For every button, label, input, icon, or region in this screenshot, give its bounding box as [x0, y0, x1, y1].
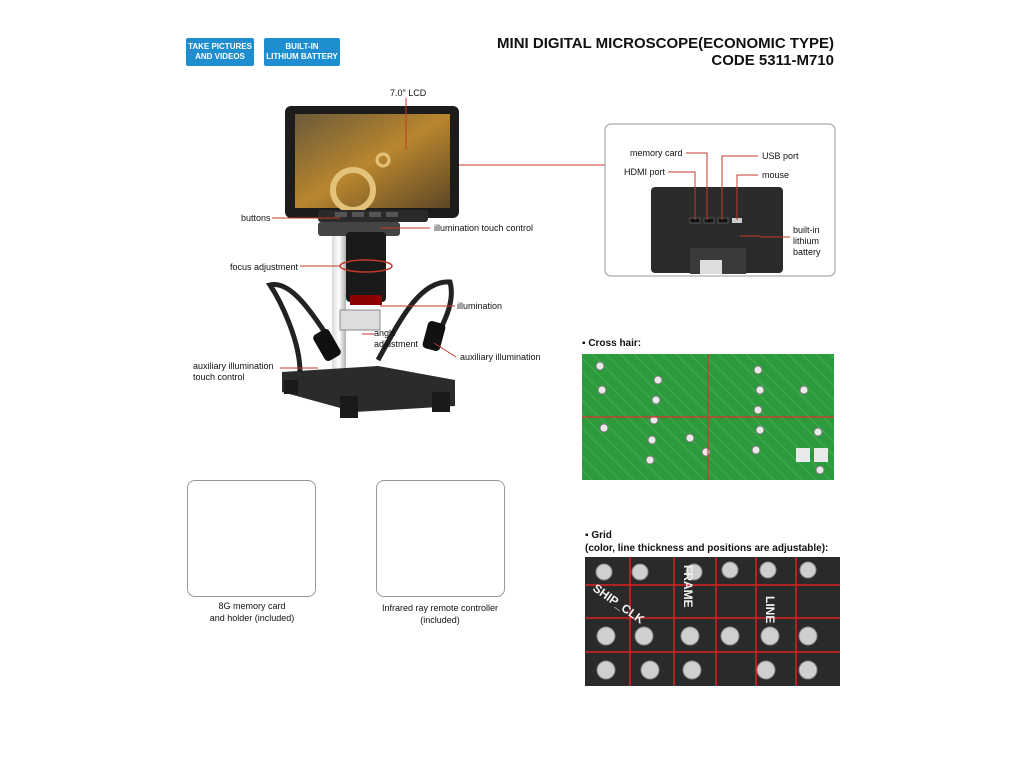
memory-card-box [187, 480, 316, 597]
remote-caption-line2: (included) [420, 615, 460, 625]
badge-take-pictures-line1: TAKE PICTURES [188, 42, 252, 51]
label-hdmi: HDMI port [624, 167, 666, 177]
back-view-panel [604, 123, 836, 277]
remote-caption: Infrared ray remote controller (included… [366, 602, 514, 626]
label-angle-line2: adjustment [374, 339, 419, 349]
crosshair-image [582, 354, 834, 480]
badge-take-pictures-line2: AND VIDEOS [195, 52, 245, 61]
title-line1: MINI DIGITAL MICROSCOPE(ECONOMIC TYPE) [497, 35, 834, 52]
section-grid-subtitle: (color, line thickness and positions are… [585, 543, 829, 554]
lcd-monitor [285, 106, 459, 222]
label-aux-touch-line2: touch control [193, 372, 245, 382]
label-angle-line1: angle [374, 328, 397, 338]
label-battery-line3: battery [793, 247, 821, 257]
leader-lines [272, 98, 606, 369]
memory-card-caption-line1: 8G memory card [218, 601, 286, 611]
section-grid: ▪ Grid [585, 530, 612, 541]
label-focus: focus adjustment [230, 262, 299, 272]
label-lcd: 7.0" LCD [390, 88, 427, 98]
label-battery-line1: built-in [793, 225, 820, 235]
remote-caption-line1: Infrared ray remote controller [381, 603, 499, 613]
label-buttons: buttons [241, 213, 271, 223]
label-battery: built-in lithium battery [793, 225, 821, 258]
grid-image: SHIP_CLK FRAME LINE [585, 557, 840, 686]
remote-box [376, 480, 505, 597]
label-illumination-touch: illumination touch control [434, 223, 534, 233]
label-battery-line2: lithium [793, 236, 820, 246]
memory-card-caption: 8G memory card and holder (included) [187, 600, 317, 624]
page-title: MINI DIGITAL MICROSCOPE(ECONOMIC TYPE) C… [497, 35, 834, 69]
label-mouse: mouse [762, 170, 790, 180]
badge-take-pictures: TAKE PICTURES AND VIDEOS [186, 38, 254, 66]
label-aux-illumination: auxiliary illumination [460, 352, 541, 362]
label-aux-touch-line1: auxiliary illumination [193, 361, 274, 371]
section-crosshair: ▪ Cross hair: [582, 338, 642, 349]
title-line2: CODE 5311-M710 [711, 52, 834, 69]
memory-card-caption-line2: and holder (included) [209, 613, 295, 623]
label-memory-card: memory card [630, 148, 683, 158]
badge-lithium-line2: LITHIUM BATTERY [266, 52, 338, 61]
grid-text-line: LINE [763, 596, 777, 623]
label-aux-touch: auxiliary illumination touch control [193, 361, 274, 383]
label-angle: angle adjustment [374, 328, 418, 350]
label-usb: USB port [762, 151, 799, 161]
grid-text-frame: FRAME [681, 565, 695, 608]
badge-lithium-battery: BUILT-IN LITHIUM BATTERY [264, 38, 340, 66]
microscope-stand [265, 222, 455, 418]
label-illumination: illumination [457, 301, 503, 311]
badge-lithium-line1: BUILT-IN [285, 42, 319, 51]
